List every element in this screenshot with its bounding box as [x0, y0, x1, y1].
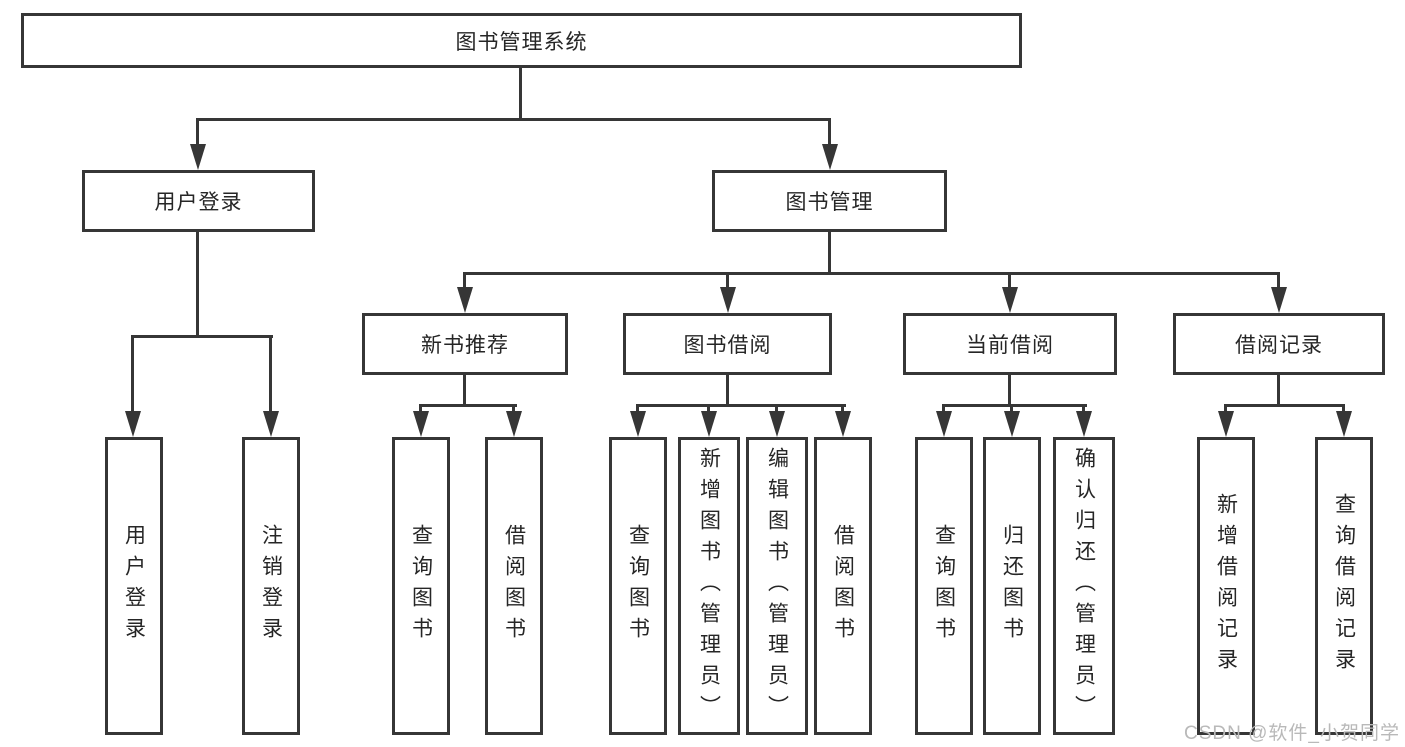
node-book-borrow-label: 图书借阅 [683, 334, 772, 357]
leaf-borrow-books-recommend: 借阅图书 [485, 437, 543, 735]
connector-line [1224, 404, 1345, 407]
arrow-down-icon [457, 287, 473, 313]
arrow-down-icon [1271, 287, 1287, 313]
leaf-borrow-books-recommend-label: 借阅图书 [502, 524, 526, 648]
node-borrow-records: 借阅记录 [1173, 313, 1385, 375]
arrow-down-icon [1076, 411, 1092, 437]
arrow-down-icon [630, 411, 646, 437]
leaf-borrow-books-2-label: 借阅图书 [831, 524, 855, 648]
connector-line [828, 230, 831, 275]
csdn-watermark: CSDN @软件_小贺同学 [1184, 723, 1400, 744]
leaf-query-books-current-label: 查询图书 [932, 524, 956, 648]
leaf-query-books-borrow: 查询图书 [609, 437, 667, 735]
connector-line [1224, 404, 1227, 413]
leaf-edit-book-admin: 编辑图书（管理员） [746, 437, 808, 735]
connector-line [942, 404, 1087, 407]
arrow-down-icon [701, 411, 717, 437]
connector-line [1277, 272, 1280, 289]
node-book-management-label: 图书管理 [785, 191, 874, 214]
connector-line [1342, 404, 1345, 413]
connector-line [1010, 404, 1013, 413]
connector-line [1082, 404, 1085, 413]
leaf-return-book: 归还图书 [983, 437, 1041, 735]
connector-line [196, 118, 831, 121]
leaf-query-books-borrow-label: 查询图书 [626, 524, 650, 648]
connector-line [1008, 272, 1011, 289]
leaf-logout: 注销登录 [242, 437, 300, 735]
leaf-query-books-current: 查询图书 [915, 437, 973, 735]
connector-line [196, 230, 199, 338]
connector-line [942, 404, 945, 413]
connector-line [841, 404, 844, 413]
node-user-login-label: 用户登录 [154, 191, 243, 214]
connector-line [707, 404, 710, 413]
connector-line [463, 272, 466, 289]
arrow-down-icon [822, 144, 838, 170]
leaf-borrow-books-2: 借阅图书 [814, 437, 872, 735]
leaf-edit-book-admin-label: 编辑图书（管理员） [765, 446, 789, 726]
arrow-down-icon [936, 411, 952, 437]
leaf-return-book-label: 归还图书 [1000, 524, 1024, 648]
node-book-management: 图书管理 [712, 170, 947, 232]
arrow-down-icon [720, 287, 736, 313]
arrow-down-icon [1004, 411, 1020, 437]
connector-line [512, 404, 515, 413]
arrow-down-icon [1336, 411, 1352, 437]
connector-line [463, 373, 466, 407]
arrow-down-icon [125, 411, 141, 437]
leaf-query-borrow-record: 查询借阅记录 [1315, 437, 1373, 735]
node-root-label: 图书管理系统 [455, 30, 588, 54]
leaf-user-login: 用户登录 [105, 437, 163, 735]
node-borrow-records-label: 借阅记录 [1235, 334, 1323, 357]
leaf-query-borrow-record-label: 查询借阅记录 [1332, 493, 1356, 679]
connector-line [726, 373, 729, 407]
arrow-down-icon [1002, 287, 1018, 313]
connector-line [463, 272, 1280, 275]
leaf-query-books-recommend: 查询图书 [392, 437, 450, 735]
node-user-login: 用户登录 [82, 170, 315, 232]
connector-line [196, 118, 199, 146]
arrow-down-icon [506, 411, 522, 437]
connector-line [269, 335, 272, 413]
arrow-down-icon [190, 144, 206, 170]
connector-line [828, 118, 831, 146]
arrow-down-icon [769, 411, 785, 437]
node-new-book-recommend-label: 新书推荐 [421, 334, 509, 357]
connector-line [636, 404, 846, 407]
arrow-down-icon [835, 411, 851, 437]
connector-line [1277, 373, 1280, 407]
connector-line [419, 404, 517, 407]
leaf-add-book-admin: 新增图书（管理员） [678, 437, 740, 735]
connector-line [726, 272, 729, 289]
node-current-borrow: 当前借阅 [903, 313, 1117, 375]
leaf-add-borrow-record: 新增借阅记录 [1197, 437, 1255, 735]
arrow-down-icon [413, 411, 429, 437]
leaf-logout-label: 注销登录 [259, 524, 283, 648]
node-root: 图书管理系统 [21, 13, 1022, 68]
connector-line [131, 335, 134, 413]
leaf-query-books-recommend-label: 查询图书 [409, 524, 433, 648]
connector-line [419, 404, 422, 413]
leaf-confirm-return-admin-label: 确认归还（管理员） [1072, 446, 1096, 726]
connector-line [1008, 373, 1011, 407]
leaf-add-book-admin-label: 新增图书（管理员） [697, 446, 721, 726]
connector-line [636, 404, 639, 413]
connector-line [519, 66, 522, 121]
leaf-add-borrow-record-label: 新增借阅记录 [1214, 493, 1238, 679]
node-book-borrow: 图书借阅 [623, 313, 832, 375]
arrow-down-icon [263, 411, 279, 437]
leaf-confirm-return-admin: 确认归还（管理员） [1053, 437, 1115, 735]
connector-line [131, 335, 273, 338]
node-new-book-recommend: 新书推荐 [362, 313, 568, 375]
node-current-borrow-label: 当前借阅 [966, 334, 1054, 357]
leaf-user-login-label: 用户登录 [122, 524, 146, 648]
arrow-down-icon [1218, 411, 1234, 437]
connector-line [775, 404, 778, 413]
